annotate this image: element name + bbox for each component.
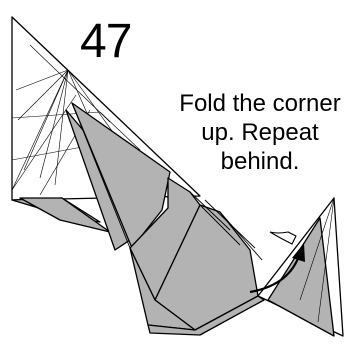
repeat-behind-arrow [270, 232, 296, 244]
model-drawing [12, 17, 343, 336]
instruction-line-3: behind. [164, 147, 353, 176]
instruction-caption: Fold the corner up. Repeat behind. [164, 89, 353, 176]
instruction-line-2: up. Repeat [164, 118, 353, 147]
step-number: 47 [80, 18, 131, 66]
underside-strip [20, 198, 110, 232]
instruction-line-1: Fold the corner [164, 89, 353, 118]
